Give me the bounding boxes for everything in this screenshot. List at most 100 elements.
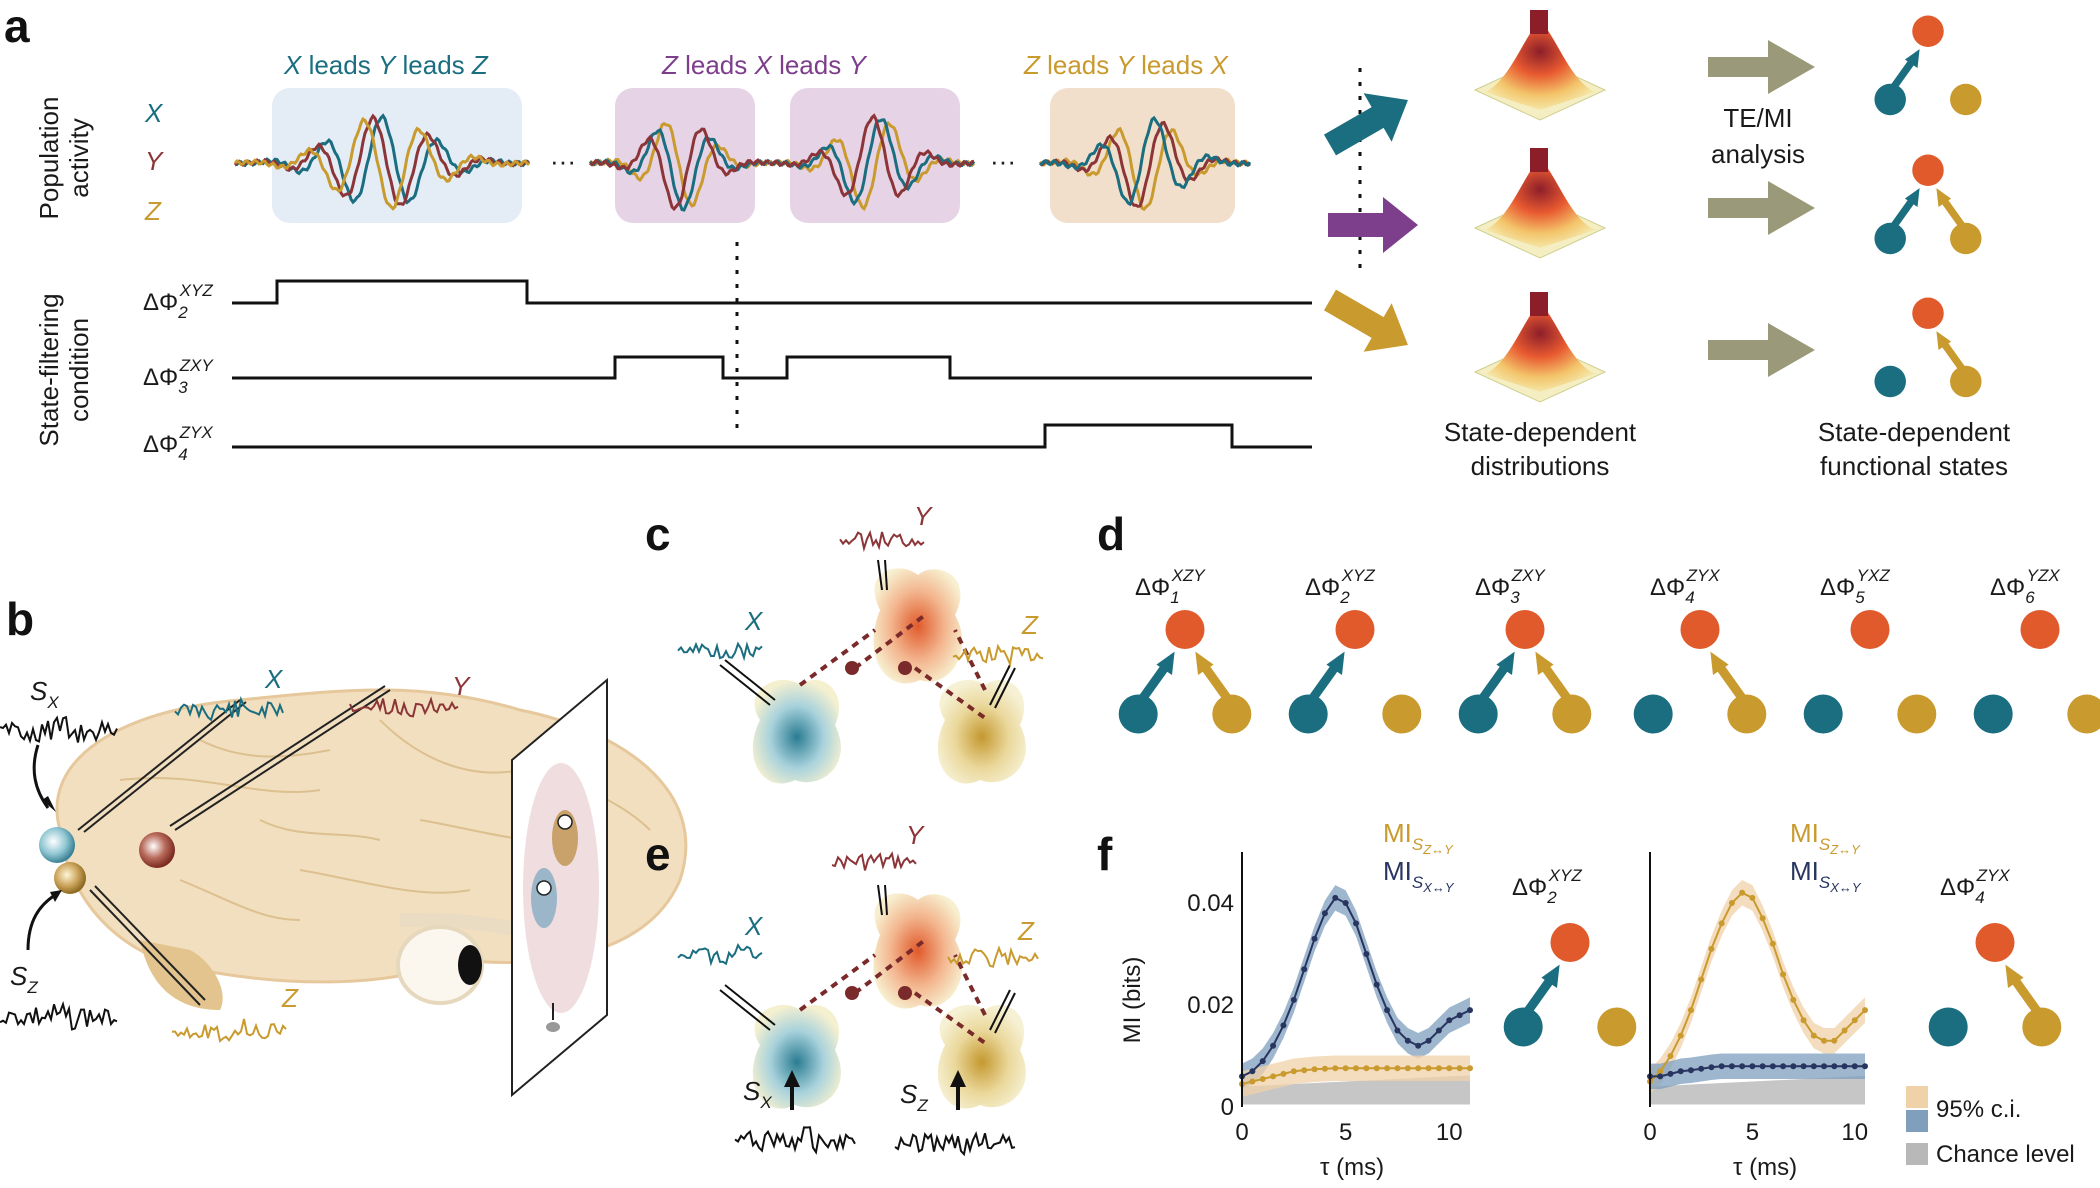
data-point	[1425, 1037, 1432, 1044]
panel-label-e: e	[645, 828, 671, 880]
d-state-triad-4-node-x	[1633, 694, 1673, 734]
d-state-triad-3-node-z	[1552, 694, 1592, 734]
c-signal-y: Y	[914, 501, 933, 531]
d-state-triad-1-node-x	[1118, 694, 1158, 734]
b-trace-stim-x	[0, 715, 118, 745]
data-point	[1810, 1063, 1817, 1070]
b-trace-stim-z	[0, 1000, 118, 1031]
condition-label-4: ΔΦ4ZYX	[143, 423, 213, 464]
x-tick-label: 5	[1746, 1119, 1759, 1146]
data-point	[1353, 920, 1359, 927]
d-state-triad-3-node-y	[1505, 610, 1545, 649]
d-state-triad-5	[1803, 610, 1937, 734]
data-point	[1467, 1065, 1473, 1072]
data-point	[1249, 1068, 1256, 1075]
data-point	[1769, 940, 1776, 947]
e-stim-arrows	[784, 1070, 966, 1110]
e-signal-x: X	[744, 911, 764, 941]
data-point	[1363, 1065, 1370, 1072]
func-state-1-node-x	[1874, 83, 1906, 116]
func-state-1-node-y	[1912, 15, 1944, 47]
data-point	[1749, 894, 1756, 901]
d-state-triad-3-node-x	[1458, 694, 1498, 734]
func-state-3-node-y	[1912, 297, 1944, 329]
d-state-label-3: ΔΦ3ZXY	[1475, 566, 1546, 607]
f-legend-left-x: MISX↔Y	[1383, 856, 1455, 895]
data-point	[1657, 1068, 1664, 1075]
func-state-3-node-z	[1950, 365, 1982, 398]
data-point	[1708, 945, 1715, 952]
data-point	[1363, 951, 1370, 957]
ci-band-1	[1650, 880, 1865, 1095]
data-point	[1851, 1017, 1858, 1024]
stimulus-screen	[511, 677, 608, 1098]
data-point	[1657, 1073, 1664, 1080]
waveform-z	[1038, 126, 1251, 212]
e-signal-y: Y	[906, 820, 925, 850]
network-c	[677, 529, 1044, 784]
data-point	[1249, 1078, 1256, 1085]
data-point	[1821, 1037, 1828, 1044]
data-point	[1446, 1065, 1453, 1072]
f-xlabel-right: τ (ms)	[1733, 1154, 1797, 1181]
series-line-2	[1650, 1065, 1865, 1078]
data-point	[1769, 1063, 1776, 1070]
func-state-2	[1874, 154, 1982, 255]
data-point	[1698, 1065, 1705, 1072]
condition-label-2: ΔΦ2XYZ	[143, 281, 213, 322]
data-point	[1321, 910, 1328, 917]
data-point	[1259, 1075, 1266, 1082]
data-point	[1311, 1066, 1318, 1073]
data-point	[1384, 1065, 1391, 1072]
waveform-x	[234, 113, 530, 205]
e-trace-stim-z	[894, 1131, 1016, 1157]
b-stim-z: SZ	[10, 961, 38, 997]
data-point	[1280, 1022, 1287, 1029]
ci-band-2	[1650, 1053, 1865, 1090]
e-trace-z	[947, 945, 1039, 968]
d-state-triad-6-node-y	[2020, 610, 2060, 649]
c-signal-x: X	[744, 606, 764, 636]
data-point	[1862, 1007, 1868, 1014]
data-point	[1301, 966, 1308, 973]
f-triad-right	[1928, 923, 2062, 1047]
data-point	[1677, 1032, 1684, 1039]
data-point	[1259, 1058, 1266, 1065]
b-signal-y: Y	[452, 671, 471, 701]
c-node-z	[937, 679, 1026, 784]
panel-label-b: b	[6, 593, 34, 645]
data-point	[1311, 935, 1318, 942]
f-ylabel: MI (bits)	[1119, 957, 1146, 1044]
data-point	[1456, 1065, 1463, 1072]
e-stim-z: SZ	[900, 1079, 928, 1115]
f-legend-left-z: MISZ↔Y	[1383, 818, 1454, 857]
olive-arrow-1	[1708, 40, 1815, 94]
data-point	[1456, 1012, 1463, 1019]
data-point	[1698, 976, 1705, 983]
c-trace-z	[952, 643, 1044, 668]
c-node-x	[752, 679, 841, 784]
data-point	[1800, 1063, 1807, 1070]
population-activity-label: Populationactivity	[34, 97, 94, 220]
func-state-2-node-z	[1950, 222, 1982, 255]
signal-label-x: X	[144, 98, 164, 128]
panel-label-d: d	[1097, 508, 1125, 560]
e-trace-x	[677, 943, 763, 967]
segment-title-xyz: X leads Y leads Z	[283, 50, 489, 80]
arrow-teal	[1324, 93, 1408, 156]
b-trace-y	[349, 696, 459, 718]
func-state-3-node-x	[1874, 365, 1906, 398]
data-point	[1810, 1032, 1817, 1039]
data-point	[1687, 1067, 1694, 1074]
data-point	[1780, 971, 1787, 978]
data-point	[1718, 920, 1725, 927]
func-state-1-node-z	[1950, 83, 1982, 116]
distribution-1	[1473, 10, 1607, 121]
waveform-z	[233, 116, 530, 211]
waveform-x	[1039, 115, 1252, 207]
ellipsis-dots-1: ···	[550, 146, 576, 176]
d-state-label-5: ΔΦ5YXZ	[1820, 566, 1890, 607]
